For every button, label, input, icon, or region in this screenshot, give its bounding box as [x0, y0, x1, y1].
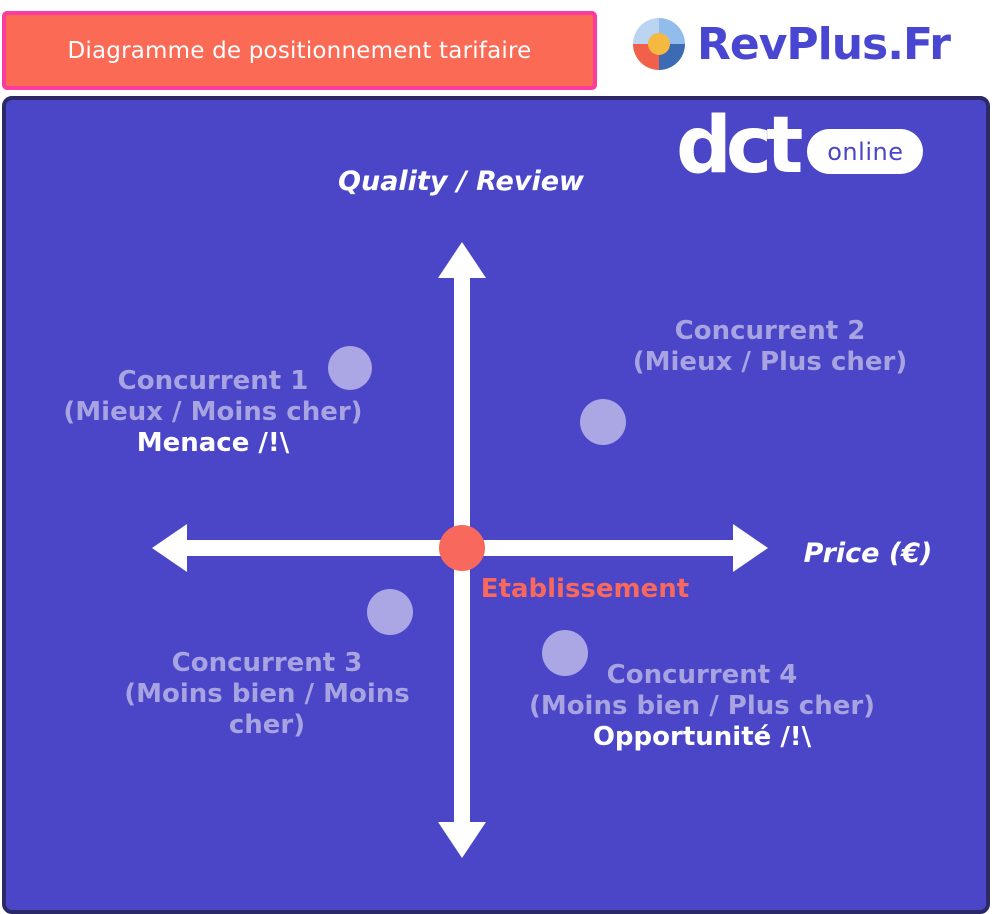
competitor-detail: (Moins bien / Moins cher) [124, 679, 410, 740]
competitor-4-dot [542, 630, 588, 676]
pie-chart-logo-icon [633, 18, 685, 70]
competitor-1-dot [328, 346, 372, 390]
competitor-detail: (Moins bien / Plus cher) [528, 691, 876, 721]
title-banner: Diagramme de positionnement tarifaire [2, 11, 597, 90]
competitor-1-label: Concurrent 1 (Mieux / Moins cher) Menace… [53, 366, 373, 459]
competitor-detail: (Mieux / Plus cher) [632, 347, 908, 377]
competitor-3-dot [367, 589, 413, 635]
competitor-note: Opportunité /!\ [592, 722, 812, 752]
arrowhead-right-icon [733, 524, 768, 572]
competitor-4-label: Concurrent 4 (Moins bien / Plus cher) Op… [522, 660, 882, 753]
competitor-2-label: Concurrent 2 (Mieux / Plus cher) [610, 316, 930, 378]
competitor-name: Concurrent 1 [117, 366, 309, 396]
arrowhead-left-icon [152, 524, 187, 572]
competitor-name: Concurrent 2 [674, 316, 866, 346]
competitor-2-dot [580, 399, 626, 445]
competitor-3-label: Concurrent 3 (Moins bien / Moins cher) [87, 648, 447, 741]
arrowhead-down-icon [438, 822, 486, 858]
competitor-name: Concurrent 4 [606, 660, 798, 690]
online-badge: online [807, 129, 924, 174]
dct-logo: dct online [676, 101, 924, 191]
brand-logo: RevPlus.Fr [633, 18, 951, 70]
dct-logo-text: dct [676, 101, 803, 191]
y-axis-label: Quality / Review [338, 166, 584, 197]
arrowhead-up-icon [438, 242, 486, 278]
title-banner-label: Diagramme de positionnement tarifaire [67, 37, 532, 64]
brand-name: RevPlus.Fr [697, 18, 951, 70]
positioning-board [2, 96, 990, 914]
competitor-detail: (Mieux / Moins cher) [63, 397, 363, 427]
competitor-name: Concurrent 3 [171, 648, 363, 678]
axes-canvas [152, 242, 768, 858]
competitor-note: Menace /!\ [136, 428, 290, 458]
establishment-label: Etablissement [480, 574, 690, 604]
establishment-dot [439, 525, 485, 571]
x-axis-label: Price (€) [803, 538, 933, 569]
